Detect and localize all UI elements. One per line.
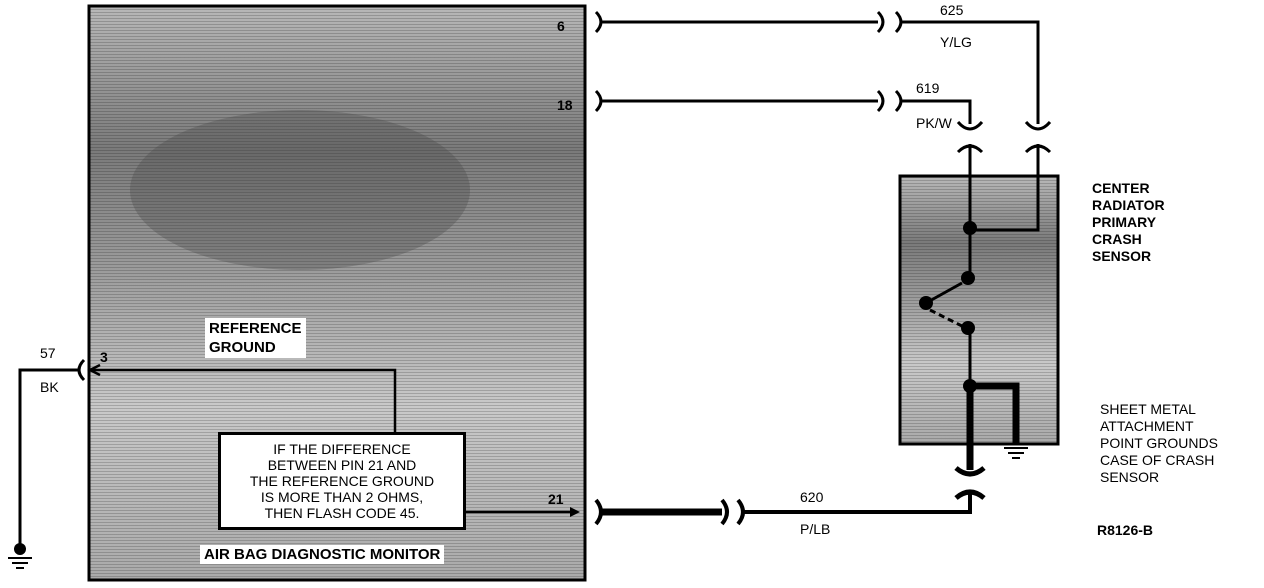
test-note-line-1: IF THE DIFFERENCE — [273, 441, 411, 457]
reference-ground-trace — [92, 368, 397, 432]
sensor-label-line-5: SENSOR — [1092, 248, 1151, 264]
circuit-619: 619 PK/W — [594, 80, 972, 131]
ground-note-line-1: SHEET METAL — [1100, 401, 1196, 417]
connector-619-pin18 — [594, 89, 603, 113]
sensor-label-line-1: CENTER — [1092, 180, 1150, 196]
ground-note-line-2: ATTACHMENT — [1100, 418, 1194, 434]
connector-625-inline-r — [894, 10, 903, 34]
wire-625-b — [902, 20, 1040, 124]
wire-57-number: 57 — [40, 345, 56, 361]
sensor-internal-625 — [970, 176, 1040, 232]
sensor-connector-619-upper — [956, 120, 984, 131]
pin21-arrow — [570, 507, 580, 517]
figure-code: R8126-B — [1097, 522, 1153, 538]
ground-node-57 — [14, 543, 26, 555]
test-note-line-5: THEN FLASH CODE 45. — [264, 505, 420, 521]
crash-sensor — [898, 174, 1060, 470]
reference-ground-label: REFERENCE GROUND — [205, 318, 306, 358]
circuit-620: 620 P/LB — [594, 466, 986, 537]
connector-620-inline-l — [720, 498, 729, 526]
wire-619-color: PK/W — [916, 115, 953, 131]
module-shadow — [130, 110, 470, 270]
connector-625-pin6 — [594, 10, 603, 34]
test-note-line-3: THE REFERENCE GROUND — [249, 473, 435, 489]
module-title: AIR BAG DIAGNOSTIC MONITOR — [200, 545, 445, 564]
circuit-625: 625 Y/LG — [594, 2, 1040, 124]
crash-sensor-texture — [900, 176, 1058, 444]
reference-ground-line-2: GROUND — [209, 339, 276, 356]
ground-note-line-4: CASE OF CRASH — [1100, 452, 1214, 468]
connector-625-inline-l — [876, 10, 885, 34]
pin-21-label: 21 — [548, 491, 564, 507]
wire-619-number: 619 — [916, 80, 940, 96]
test-note-line-2: BETWEEN PIN 21 AND — [267, 457, 417, 473]
wire-619-b — [902, 99, 972, 124]
pin-3-label: 3 — [100, 349, 108, 365]
test-instruction-note: IF THE DIFFERENCE BETWEEN PIN 21 AND THE… — [218, 432, 466, 530]
connector-620-inline-r — [736, 498, 745, 526]
sensor-switch-arm — [925, 281, 963, 305]
sensor-switch-dashed — [929, 308, 963, 328]
connector-619-inline-l — [876, 89, 885, 113]
wire-625-number: 625 — [940, 2, 964, 18]
sensor-contact-lower — [961, 321, 975, 335]
sensor-ground-symbol — [1004, 447, 1028, 459]
sensor-contact-upper — [961, 271, 975, 285]
sensor-label-line-4: CRASH — [1092, 231, 1142, 247]
sensor-label-line-3: PRIMARY — [1092, 214, 1157, 230]
sensor-connector-625-upper — [1024, 120, 1052, 131]
ground-note: SHEET METAL ATTACHMENT POINT GROUNDS CAS… — [1100, 401, 1218, 485]
wire-57 — [18, 368, 78, 546]
sensor-label-line-2: RADIATOR — [1092, 197, 1165, 213]
sensor-connector-620-upper — [954, 466, 986, 477]
sensor-ground-strap — [970, 382, 1020, 444]
connector-619-inline-r — [894, 89, 903, 113]
circuit-57: 57 BK — [8, 345, 86, 569]
wire-57-color: BK — [40, 379, 59, 395]
crash-sensor-label: CENTER RADIATOR PRIMARY CRASH SENSOR — [1092, 180, 1165, 264]
reference-ground-line-1: REFERENCE — [209, 320, 302, 337]
pin-6-label: 6 — [557, 18, 565, 34]
wire-620-b — [742, 492, 972, 514]
connector-57 — [77, 358, 86, 382]
ground-note-line-5: SENSOR — [1100, 469, 1159, 485]
ground-note-line-3: POINT GROUNDS — [1100, 435, 1218, 451]
pin3-arrow — [87, 363, 101, 377]
test-note-line-4: IS MORE THAN 2 OHMS, — [260, 489, 424, 505]
wire-625-color: Y/LG — [940, 34, 972, 50]
wire-620-number: 620 — [800, 489, 824, 505]
connector-620-pin21 — [594, 498, 603, 526]
wire-620-color: P/LB — [800, 521, 830, 537]
pin-18-label: 18 — [557, 97, 573, 113]
sensor-top-connectors — [956, 120, 1052, 176]
